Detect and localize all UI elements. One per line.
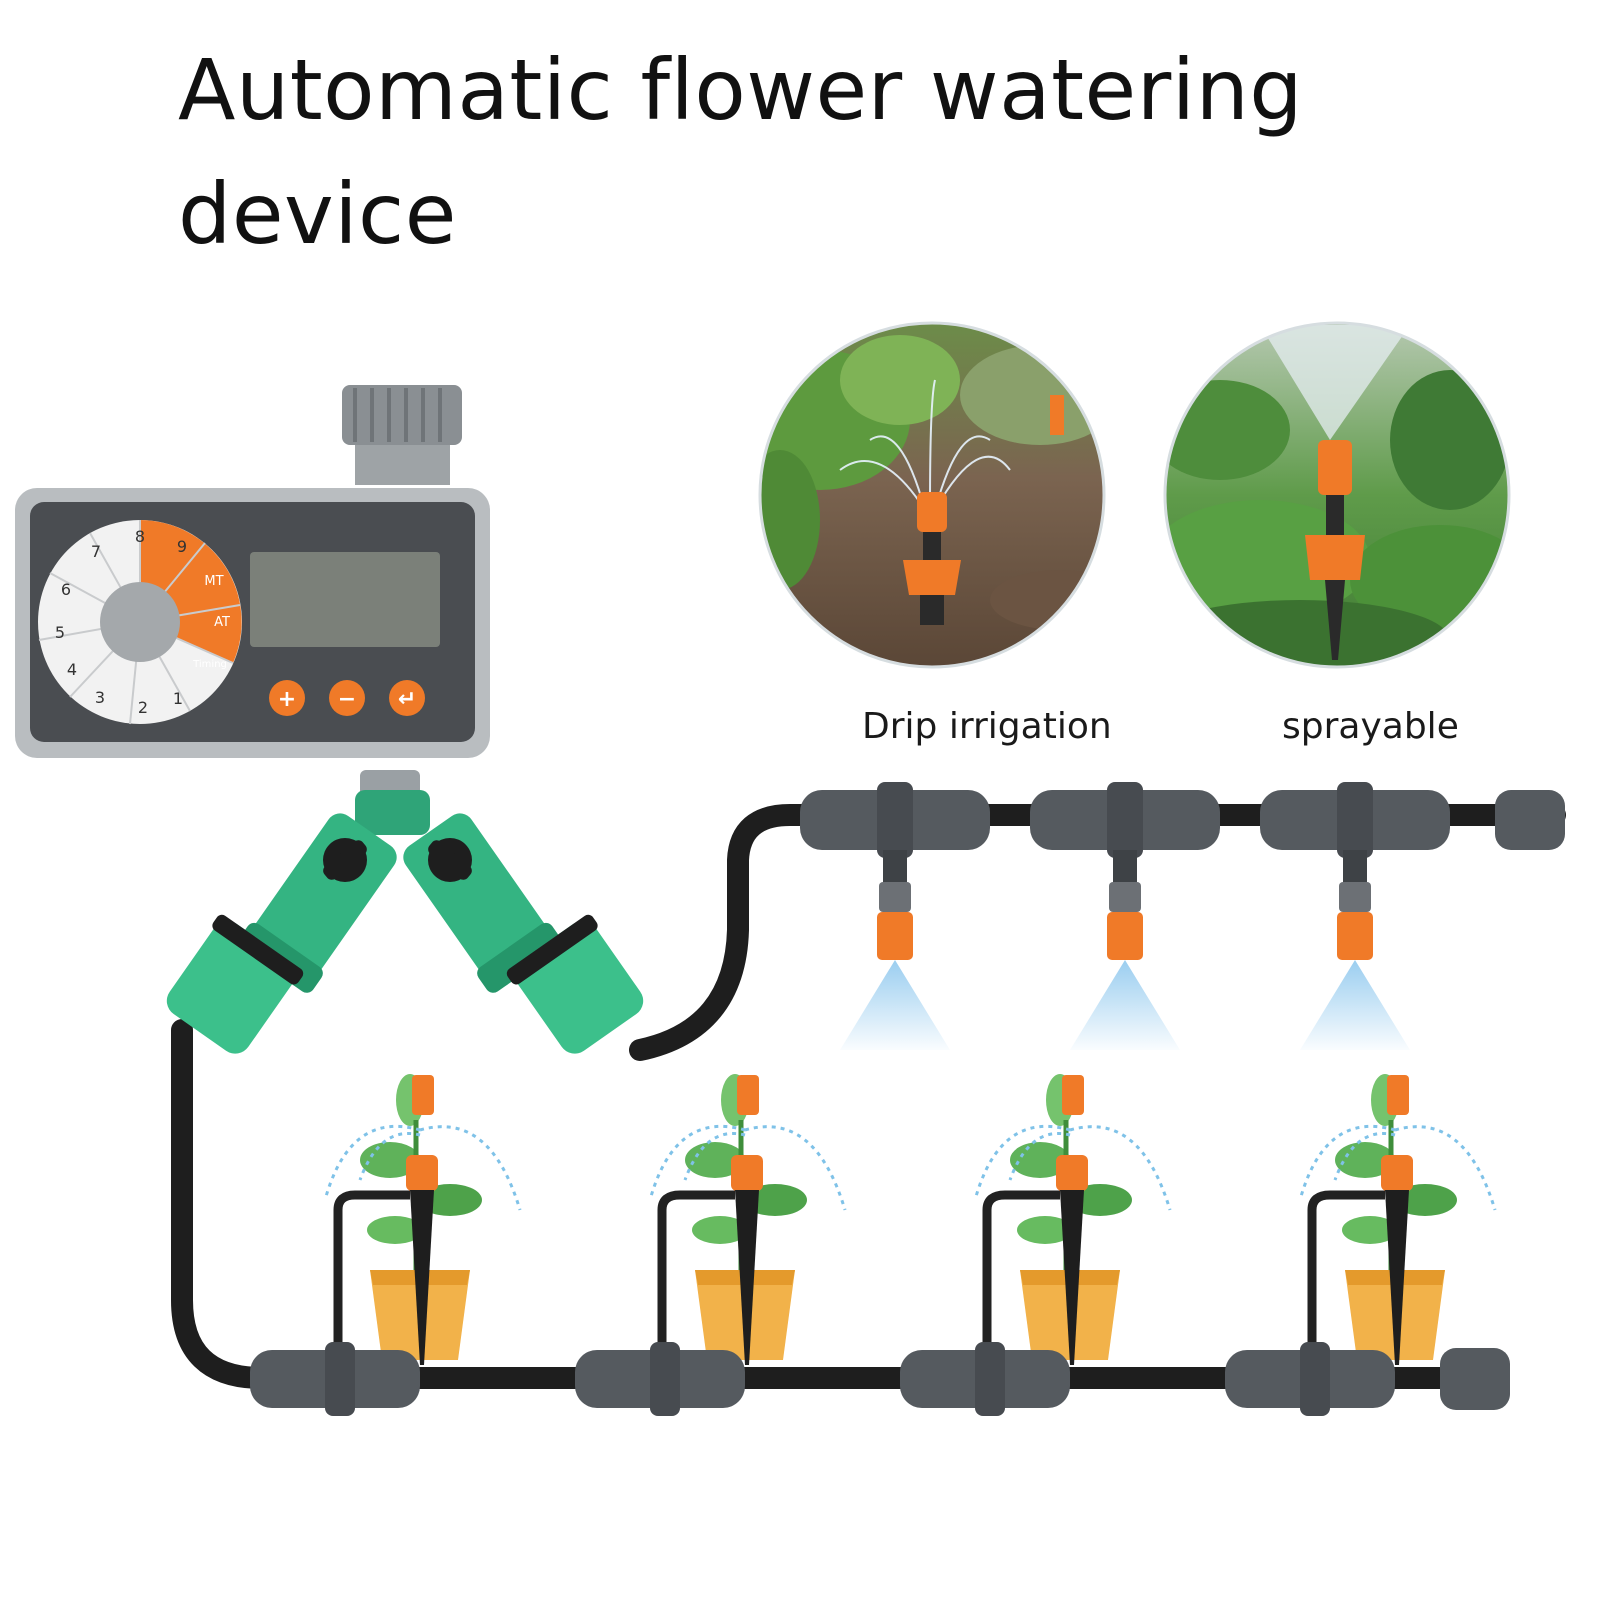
page-title: Automatic flower watering device	[178, 41, 1304, 263]
enter-button-label: ↵	[398, 687, 416, 712]
end-cap	[1440, 1348, 1510, 1410]
dial-number: 3	[95, 688, 105, 707]
lower-drip-line	[250, 1074, 1510, 1416]
lcd-screen	[250, 552, 440, 647]
caption-sprayable: sprayable	[1282, 706, 1459, 747]
dial-mode-label: AT	[214, 615, 230, 630]
end-cap	[1495, 790, 1565, 850]
tee-connector	[1260, 782, 1450, 1050]
tee-connector	[800, 782, 990, 1050]
sprayable-photo	[1163, 321, 1511, 669]
dial-number: 9	[177, 537, 187, 556]
dial-mode-label: Timing	[192, 659, 227, 670]
upper-spray-line	[800, 782, 1565, 1050]
dial-number: 8	[135, 527, 145, 546]
dial-number: 5	[55, 623, 65, 642]
water-spray-cone	[1070, 960, 1180, 1050]
dial-number: 6	[61, 580, 71, 599]
dial-mode-label: MT	[204, 574, 223, 589]
drip-irrigation-photo	[758, 321, 1106, 669]
dial-number: 4	[67, 660, 77, 679]
potted-plant	[1298, 1074, 1497, 1365]
watering-timer: 1 2 3 4 5 6 7 8 9 MT AT Timing + − ↵	[15, 385, 490, 758]
minus-button-label: −	[338, 687, 356, 712]
enter-button[interactable]	[389, 680, 425, 716]
caption-drip-irrigation: Drip irrigation	[862, 706, 1112, 747]
dial-number: 1	[173, 689, 183, 708]
potted-plant	[648, 1074, 847, 1365]
potted-plant	[323, 1074, 522, 1365]
water-spray-cone	[1300, 960, 1410, 1050]
dial-number: 7	[91, 542, 101, 561]
y-splitter-valve	[166, 770, 644, 1054]
water-spray-cone	[840, 960, 950, 1050]
plus-button-label: +	[278, 687, 296, 712]
dial-number: 2	[138, 698, 148, 717]
plus-button[interactable]	[269, 680, 305, 716]
minus-button[interactable]	[329, 680, 365, 716]
tee-connector	[1030, 782, 1220, 1050]
potted-plant	[973, 1074, 1172, 1365]
